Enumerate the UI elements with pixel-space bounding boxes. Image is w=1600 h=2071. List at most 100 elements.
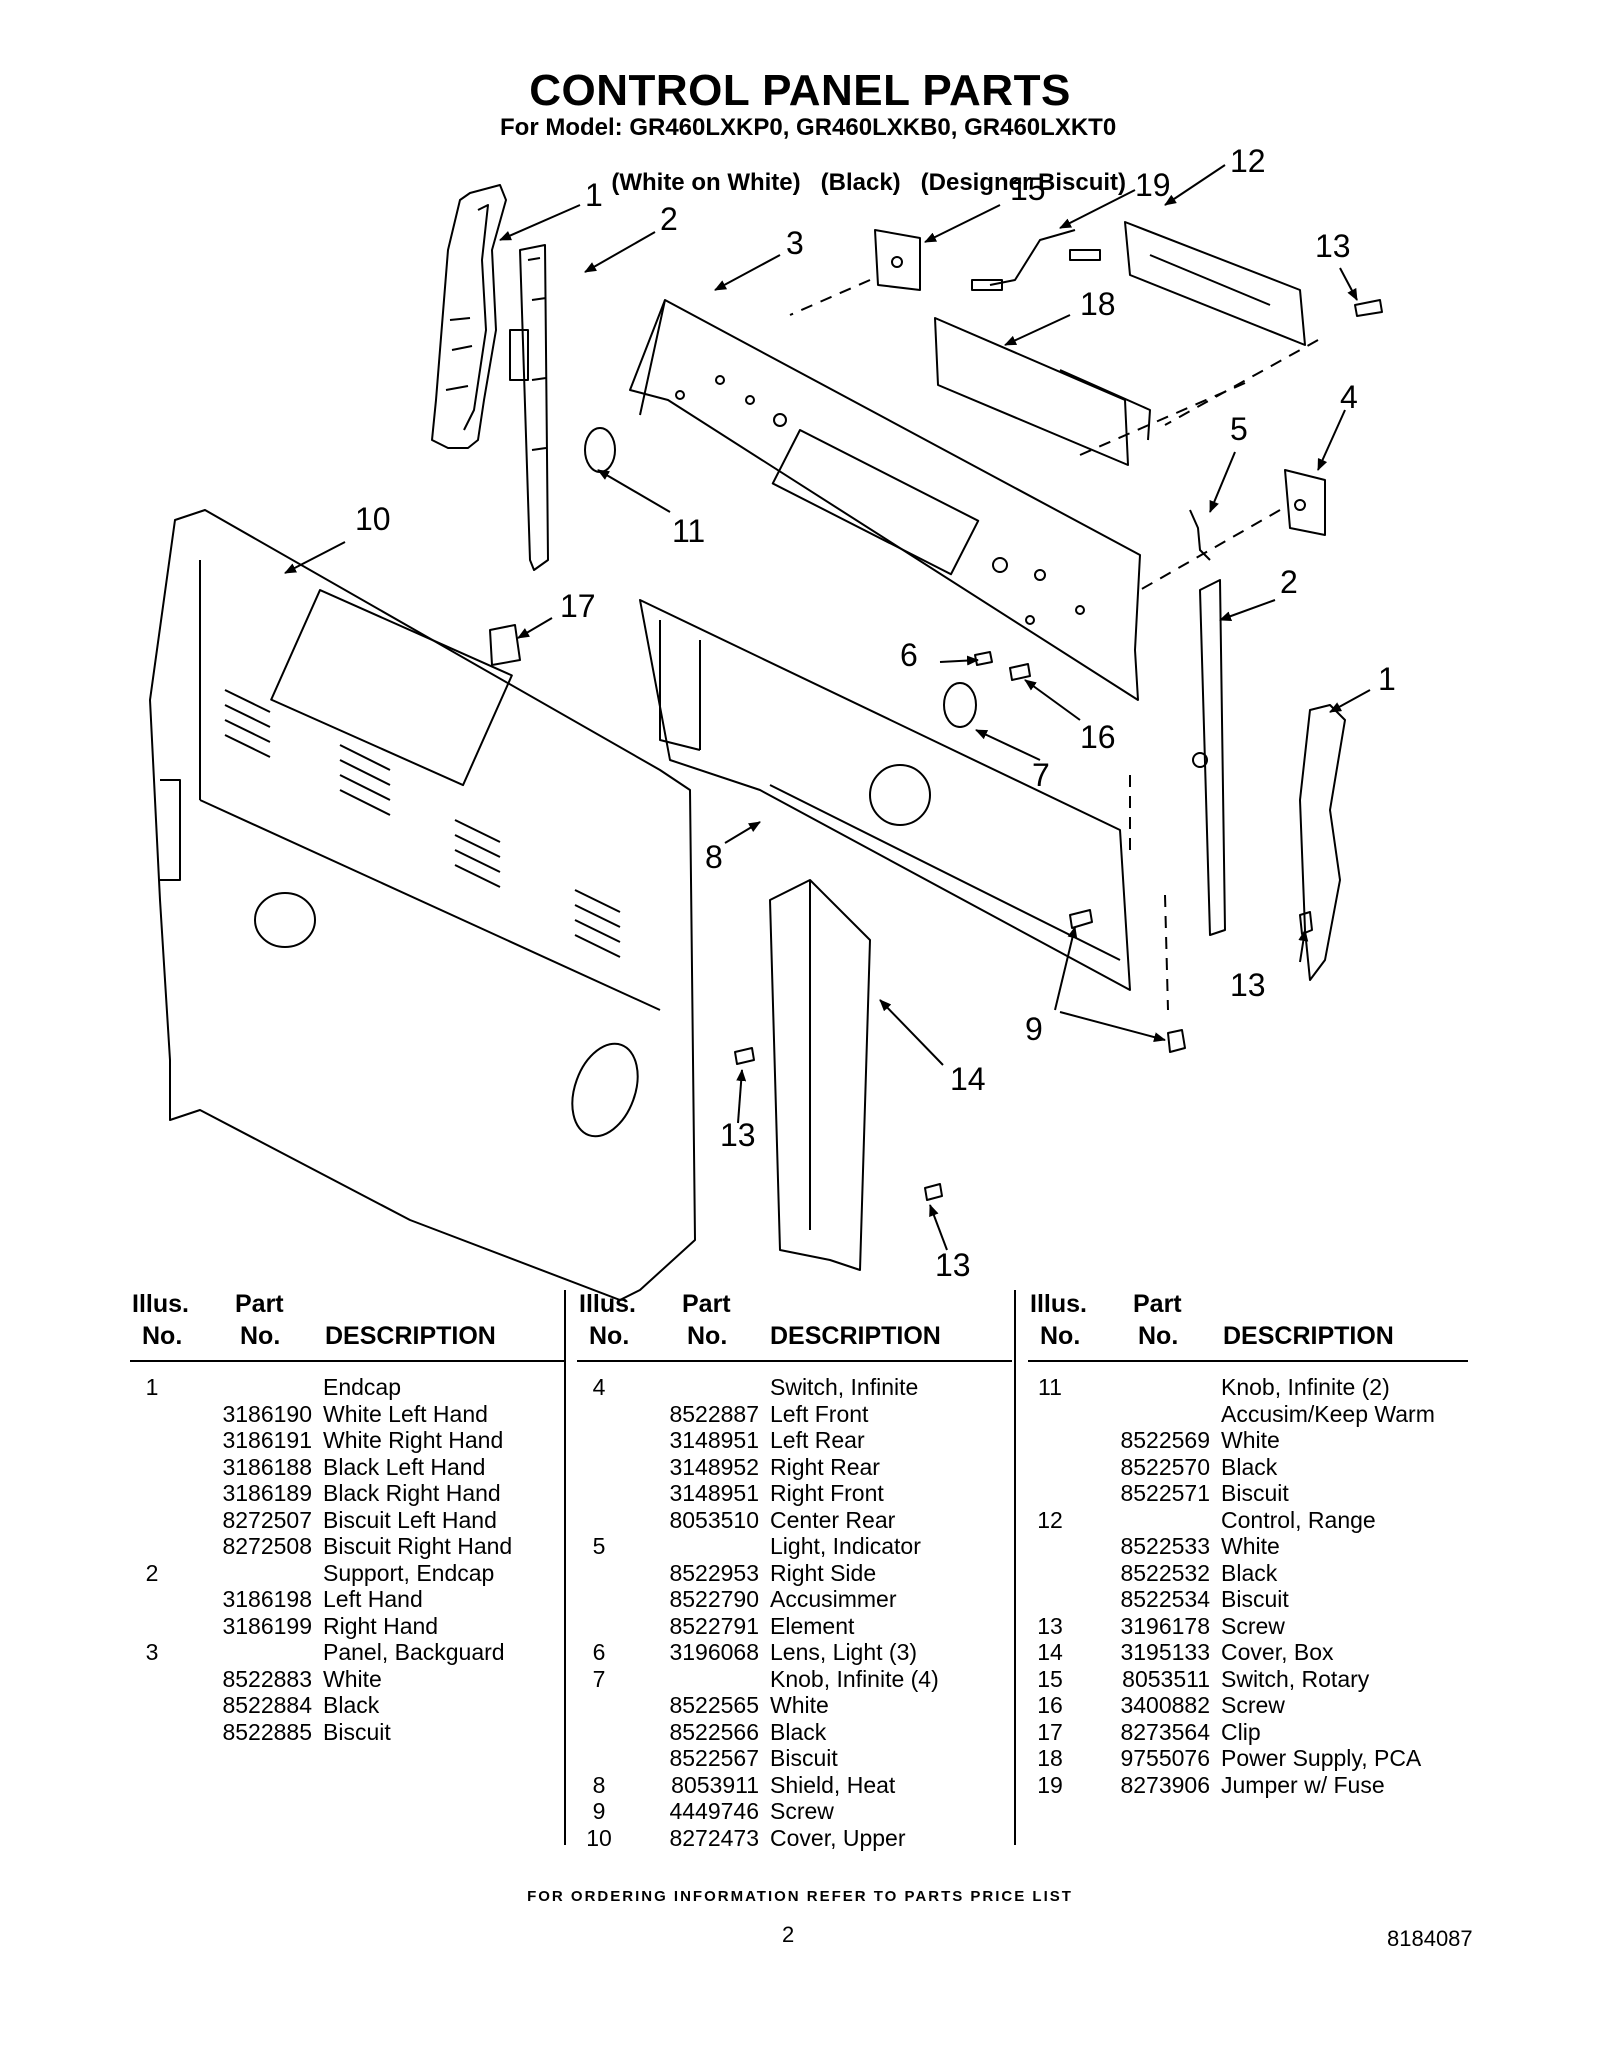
part-description: Knob, Infinite (4) [770, 1665, 939, 1692]
illus-number: 10 [586, 1824, 612, 1851]
callout-13-bottom: 13 [935, 1247, 971, 1283]
part-description: Black [1221, 1453, 1278, 1480]
part-number: 8522569 [1120, 1427, 1210, 1453]
part-description: Panel, Backguard [323, 1639, 505, 1665]
illus-number: 8 [592, 1771, 606, 1798]
callout-2-right: 2 [1280, 564, 1298, 600]
part-number: 8522885 [222, 1718, 312, 1745]
part-description: Switch, Rotary [1221, 1665, 1370, 1692]
variant-black: (Black) [820, 169, 901, 196]
part-description: Lens, Light (3) [770, 1639, 918, 1665]
part-number: 8522887 [669, 1400, 759, 1427]
part-description: Biscuit [1221, 1586, 1289, 1612]
part-number: 8053511 [1122, 1665, 1210, 1692]
part-description: Left Rear [770, 1427, 865, 1453]
indicator-light-part [1189, 509, 1211, 561]
part-number: 8522953 [669, 1559, 759, 1586]
model-subtitle: For Model: GR460LXKP0, GR460LXKB0, GR460… [500, 114, 1117, 141]
part-number: 3148951 [669, 1480, 759, 1506]
jumper-fuse-part [971, 229, 1101, 291]
part-description: White Right Hand [323, 1427, 504, 1453]
header-rule [1028, 1360, 1468, 1362]
header-illus-no: No. [1040, 1322, 1081, 1350]
part-number: 3148952 [669, 1453, 759, 1480]
part-description: Control, Range [1221, 1506, 1376, 1533]
box-cover-part [769, 879, 871, 1271]
part-description: Right Rear [770, 1453, 880, 1480]
callout-1-right: 1 [1378, 661, 1396, 697]
illus-number: 15 [1037, 1665, 1063, 1692]
table-header: Illus. No. Part No. DESCRIPTION [1028, 1290, 1468, 1358]
header-description: DESCRIPTION [1223, 1322, 1394, 1350]
part-description: Shield, Heat [770, 1771, 896, 1798]
part-number: 8273564 [1120, 1718, 1210, 1745]
part-description: Black Right Hand [323, 1480, 501, 1506]
part-description: White [770, 1692, 829, 1718]
power-supply-part [934, 317, 1151, 466]
illus-number: 6 [592, 1639, 606, 1665]
assembly-lines [789, 279, 1319, 1011]
variant-white: (White on White) [611, 169, 801, 196]
callout-13-lower: 13 [720, 1117, 756, 1153]
part-number: 3186190 [222, 1400, 312, 1427]
part-number: 8522571 [1120, 1480, 1210, 1506]
part-number: 8522567 [669, 1745, 759, 1771]
exploded-parts-diagram: 1 2 3 15 19 12 13 18 4 5 10 11 17 2 6 1 … [149, 143, 1396, 1300]
callout-arrows [284, 164, 1371, 1251]
callout-16: 16 [1080, 719, 1116, 755]
part-number: 8272507 [222, 1506, 312, 1533]
upper-cover-part [149, 509, 696, 1300]
right-endcap-part [1299, 704, 1346, 981]
part-description: White Left Hand [323, 1400, 488, 1427]
left-endcap-part [431, 184, 507, 449]
right-support-part [1192, 579, 1226, 936]
illus-number: 3 [145, 1639, 159, 1665]
callout-13: 13 [1315, 228, 1351, 264]
callout-8: 8 [705, 839, 723, 875]
part-description: Left Front [770, 1400, 869, 1427]
document-number: 8184087 [1387, 1926, 1473, 1951]
part-number: 8522566 [669, 1718, 759, 1745]
illus-number: 7 [592, 1665, 606, 1692]
callout-17: 17 [560, 588, 596, 624]
header-part: Part [235, 1290, 284, 1318]
part-description: Left Hand [323, 1586, 423, 1612]
part-number: 8522533 [1120, 1533, 1210, 1559]
illus-number: 11 [1038, 1374, 1062, 1400]
part-description: Screw [1221, 1612, 1285, 1639]
illus-number: 2 [145, 1559, 159, 1586]
part-number: 3195133 [1120, 1639, 1210, 1665]
part-number: 8522534 [1120, 1586, 1210, 1612]
illus-number: 12 [1037, 1506, 1063, 1533]
left-support-part [509, 244, 549, 571]
header-illus: Illus. [579, 1290, 636, 1318]
part-description: Light, Indicator [770, 1533, 921, 1559]
illus-number: 16 [1037, 1692, 1063, 1718]
part-number: 8272508 [222, 1533, 312, 1559]
part-number: 8273906 [1120, 1771, 1210, 1798]
page-title: CONTROL PANEL PARTS [529, 66, 1071, 115]
part-description: Jumper w/ Fuse [1221, 1771, 1385, 1798]
table-header: Illus. No. Part No. DESCRIPTION [130, 1290, 565, 1358]
part-number: 8522532 [1120, 1559, 1210, 1586]
header-illus: Illus. [1030, 1290, 1087, 1318]
part-description: Endcap [323, 1374, 402, 1400]
part-number: 3196178 [1120, 1612, 1210, 1639]
part-description: Biscuit [323, 1718, 391, 1745]
part-description: Black [1221, 1559, 1278, 1586]
part-number: 8053510 [669, 1506, 759, 1533]
part-number: 3148951 [669, 1427, 759, 1453]
part-number: 3186199 [222, 1612, 312, 1639]
header-description: DESCRIPTION [325, 1322, 496, 1350]
callout-10: 10 [355, 501, 391, 537]
part-description: Support, Endcap [323, 1559, 495, 1586]
part-number: 9755076 [1120, 1745, 1210, 1771]
part-number: 3196068 [669, 1639, 759, 1665]
header-part-no: No. [687, 1322, 728, 1350]
part-description: Biscuit Left Hand [323, 1506, 497, 1533]
header-description: DESCRIPTION [770, 1322, 941, 1350]
header-part-no: No. [240, 1322, 281, 1350]
illus-number: 13 [1037, 1612, 1063, 1639]
